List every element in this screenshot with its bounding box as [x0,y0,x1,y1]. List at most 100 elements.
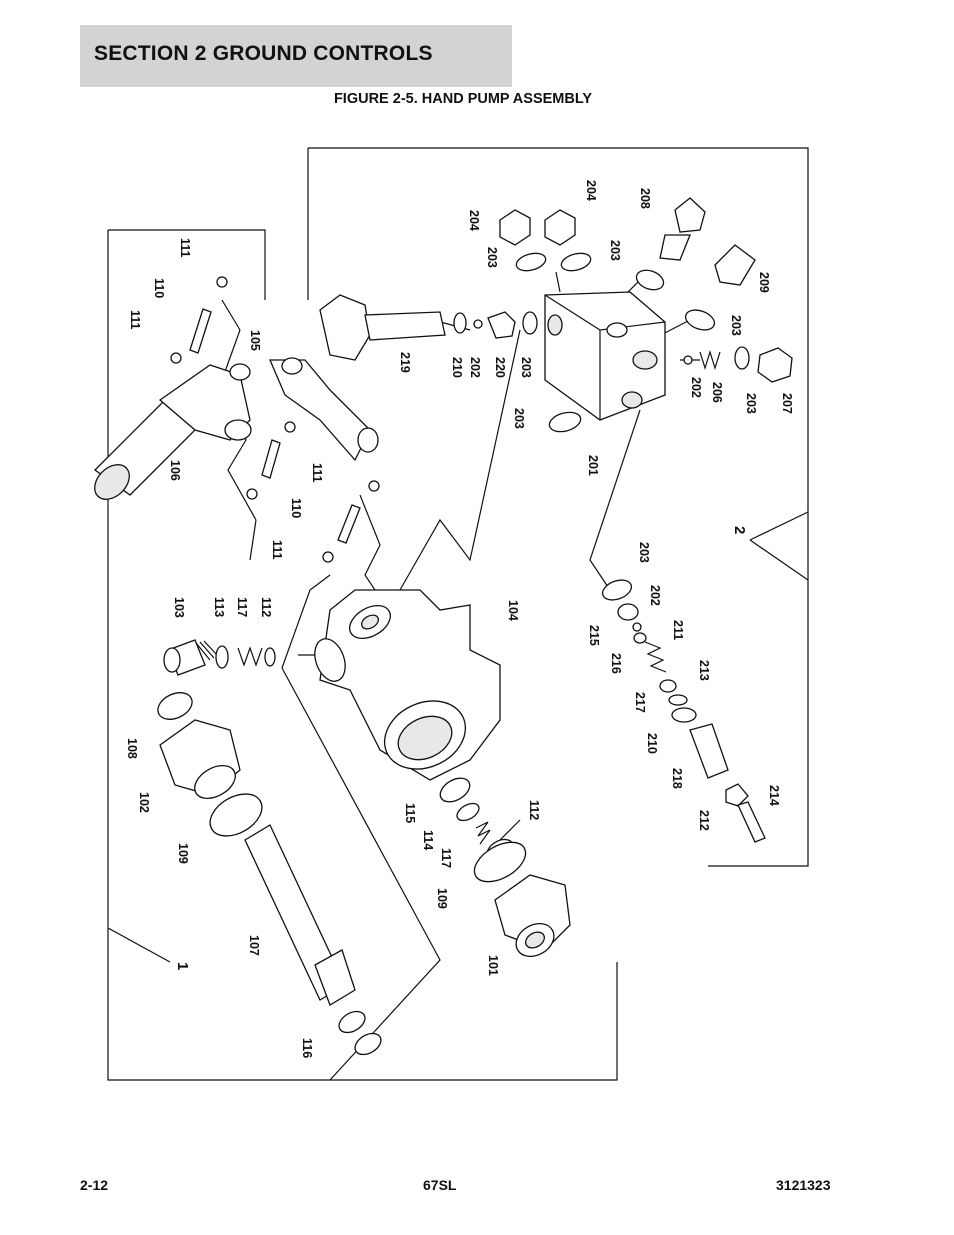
callout-211: 211 [671,620,685,640]
part-101-fitting [494,874,571,958]
part-214-screw [737,801,766,843]
callout-203: 203 [485,247,499,268]
callout-210: 210 [450,357,464,378]
callout-103: 103 [172,597,186,618]
callout-203: 203 [744,393,758,414]
part-215-seat [617,603,639,621]
callout-208: 208 [638,188,652,209]
part-112-seal [264,647,276,667]
figure-title-text: FIGURE 2-5. HAND PUMP ASSEMBLY [333,91,593,107]
callout-218: 218 [670,768,684,789]
part-216-poppet [633,632,647,644]
part-117-spring [237,646,263,667]
callout-217: 217 [633,692,647,713]
callout-104: 104 [506,600,520,621]
callout-201: 201 [586,455,600,476]
callout-labels: 111 110 111 105 106 111 110 111 103 113 … [125,180,794,1058]
part-208-valve [659,197,706,261]
callout-117: 117 [439,848,453,868]
callout-116: 116 [300,1038,314,1058]
callout-204: 204 [467,210,481,231]
callout-203: 203 [608,240,622,261]
callout-210: 210 [645,733,659,754]
callout-203: 203 [512,408,526,429]
part-111-clips [170,276,380,563]
part-218-adjuster [689,723,729,779]
part-110-pin-upper [189,308,212,354]
group-marker-2: 2 [731,526,748,534]
callout-115: 115 [403,803,417,823]
callout-215: 215 [587,625,601,646]
callout-109: 109 [435,888,449,909]
callout-109: 109 [176,843,190,864]
part-109-o-ring-lower [473,841,527,883]
part-220-fitting [487,311,516,339]
callout-102: 102 [137,792,151,813]
callout-203: 203 [519,357,533,378]
part-110-pin-lower [337,504,361,544]
callout-214: 214 [767,785,781,806]
part-117-spring-lower [475,821,491,845]
callout-110: 110 [152,278,166,298]
callout-219: 219 [398,352,412,373]
callout-204: 204 [584,180,598,201]
group-2-boundary [307,147,809,867]
part-201-valve-block [544,291,666,421]
callout-207: 207 [780,393,794,414]
part-206-spring [699,349,721,371]
part-109-o-ring-upper [209,793,263,837]
part-115-ring [439,777,471,803]
part-104-pump-body [314,589,501,781]
callout-108: 108 [125,738,139,759]
part-209-fitting [714,244,756,286]
callout-105: 105 [248,330,262,351]
callout-106: 106 [168,460,182,481]
part-110-pin-middle [261,439,281,479]
part-202-ball [473,319,693,632]
part-217-spacer [659,679,677,693]
part-108-cap [157,692,193,720]
callout-220: 220 [493,357,507,378]
footer-page-number: 2-12 [80,1177,109,1193]
group-marker-1: 1 [174,962,191,970]
part-114-seal [456,802,480,822]
part-210-ring [453,312,467,334]
part-210-o-ring [671,707,697,723]
callout-209: 209 [757,272,771,293]
callout-112: 112 [527,800,541,820]
part-116-seals [338,1010,382,1056]
callout-111: 111 [178,238,192,258]
callout-202: 202 [689,377,703,398]
callout-111: 111 [270,540,284,560]
part-203-washers [515,252,750,601]
callout-111: 111 [128,310,142,330]
part-212-nut [725,783,749,807]
callout-107: 107 [247,935,261,956]
callout-101: 101 [486,955,500,976]
callout-112: 112 [259,597,273,617]
part-219-valve-knob [319,294,446,361]
part-213-ring [668,694,688,706]
callout-113: 113 [212,597,226,617]
part-103-plug [163,639,219,676]
callout-203: 203 [637,542,651,563]
callout-202: 202 [648,585,662,606]
callout-110: 110 [289,498,303,518]
section-title: SECTION 2 GROUND CONTROLS [94,42,433,65]
part-204-plugs [499,209,576,246]
footer-manual-number: 3121323 [776,1177,831,1193]
callout-117: 117 [235,597,249,617]
callout-203: 203 [729,315,743,336]
callout-114: 114 [421,830,435,850]
callout-212: 212 [697,810,711,831]
part-207-plug [757,347,793,383]
footer-model: 67SL [423,1177,457,1193]
callout-202: 202 [468,357,482,378]
figure-title: FIGURE 2-5. HAND PUMP ASSEMBLY [0,91,954,107]
part-106-handle-socket [93,363,252,500]
callout-206: 206 [710,382,724,403]
part-107-shaft [244,824,356,1006]
group-1-boundary [107,229,618,1081]
part-113-seal [215,645,229,669]
